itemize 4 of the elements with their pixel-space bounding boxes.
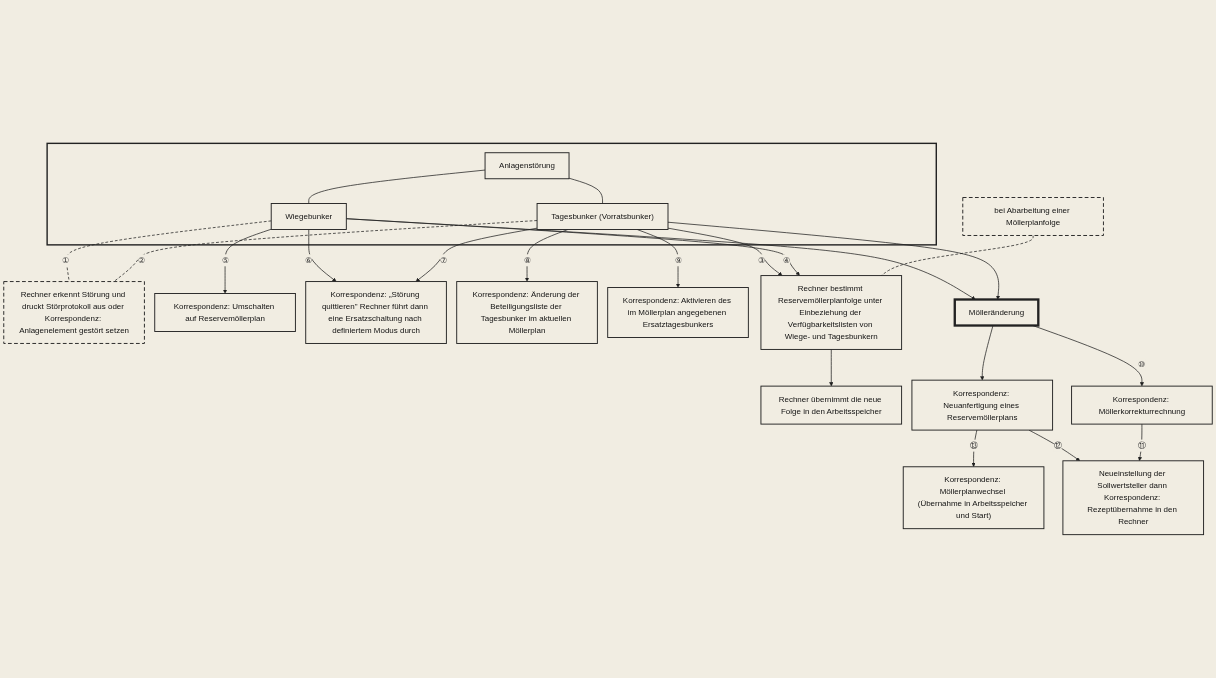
cluster	[46, 142, 937, 246]
connector	[65, 220, 272, 282]
connector	[308, 169, 486, 204]
connector	[568, 177, 603, 204]
